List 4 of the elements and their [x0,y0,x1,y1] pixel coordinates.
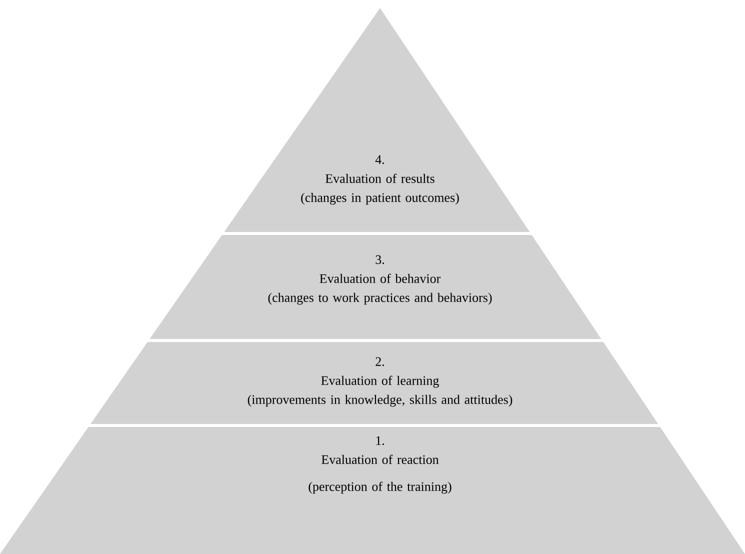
pyramid-level: 1. Evaluation of reaction (perception of the training) [0,426,745,554]
pyramid-level: 2. Evaluation of learning (improvements in knowledge, skills and attitudes) [90,342,658,424]
pyramid-level: 3. Evaluation of behavior (changes to work practices and behaviors) [150,235,602,339]
pyramid-level: 4. Evaluation of results (changes in patient outcomes) [224,8,530,232]
